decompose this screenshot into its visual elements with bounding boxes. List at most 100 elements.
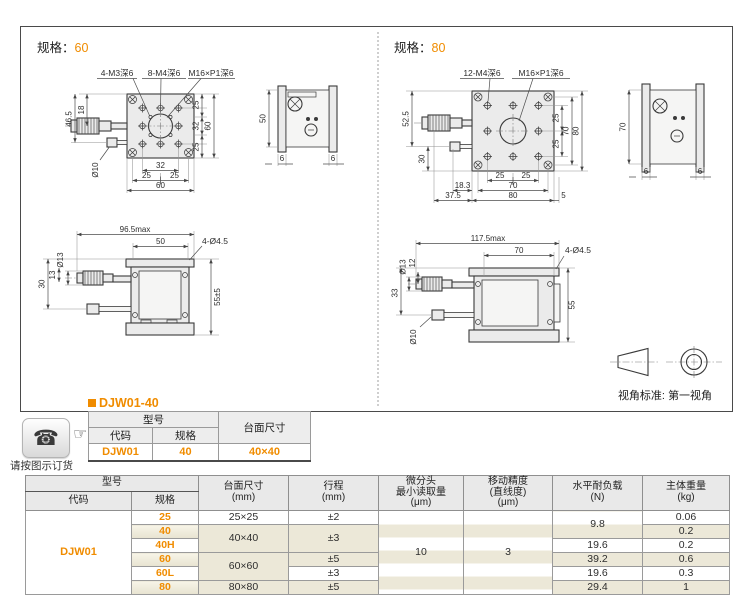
weight-cell: 0.6 (642, 552, 730, 567)
order-row: DJW01 40 40×40 (88, 443, 311, 462)
callout-m16: M16×P1深6 (518, 68, 563, 78)
surface-cell: 25×25 (198, 510, 289, 525)
view-standard-label: 视角标准: (617, 390, 669, 402)
spec-table: 型号 台面尺寸 (mm) 行程 (mm) 微分头 最小读取量 (μm) 移动精度… (25, 475, 730, 595)
view-standard-text: 视角标准: 第一视角 (606, 387, 724, 403)
spec-cell: 80 (131, 580, 199, 595)
code-cell: DJW01 (25, 510, 132, 595)
dim-b32: 32 (156, 161, 165, 170)
order-col-model: 型号 (88, 411, 219, 428)
order-col-spec: 规格 (152, 427, 219, 444)
col-header-micrometer: 微分头 最小读取量 (μm) (378, 475, 464, 511)
dim-f965: 96.5max (120, 225, 151, 234)
dim-o10: Ø10 (91, 162, 100, 178)
dim-r25t: 25 (552, 113, 561, 122)
dim-b60: 60 (156, 181, 165, 190)
order-col-code: 代码 (88, 427, 153, 444)
dim-b5: 5 (561, 191, 566, 200)
dim-30: 30 (418, 154, 427, 163)
dim-f50: 50 (156, 237, 165, 246)
col-header-weight: 主体重量 (kg) (642, 475, 730, 511)
dim-r25b: 25 (552, 139, 561, 148)
drawing-60: 4-M3深6 8-M4深6 M16×P1深6 18 46.5 Ø10 32 (38, 68, 344, 336)
col-header-spec: 规格 (131, 491, 199, 511)
dim-f55: 55±5 (213, 288, 222, 306)
dim-f70: 70 (515, 246, 524, 255)
side-view-60: 50 6 6 (259, 85, 344, 166)
load-cell: 9.8 (552, 510, 643, 539)
dim-46-5: 46.5 (65, 111, 74, 127)
phone-icon: ☎ (32, 426, 60, 450)
col-header-surface: 台面尺寸 (mm) (198, 475, 289, 511)
drawing-80: 12-M4深6 M16×P1深6 52.5 30 25 25 70 18 (391, 68, 711, 345)
order-table: 型号 台面尺寸 代码 规格 DJW01 40 40×40 (88, 411, 311, 462)
order-spec-cell: 40 (152, 443, 219, 462)
travel-cell: ±3 (288, 524, 379, 553)
load-cell: 29.4 (552, 580, 643, 595)
spec-cell: 60 (131, 552, 199, 567)
dim-s6l: 6 (280, 154, 285, 163)
dim-r60: 60 (204, 121, 213, 130)
travel-cell: ±5 (288, 552, 379, 567)
order-phone-button: ☎ (22, 418, 70, 458)
col-header-accuracy: 移动精度 (直线度) (μm) (463, 475, 553, 511)
dim-b183: 18.3 (455, 181, 471, 190)
panel-60-label: 规格：60 (37, 37, 88, 56)
dim-s6r: 6 (698, 167, 703, 176)
order-title-text: DJW01-40 (99, 396, 159, 410)
dim-f12: 12 (408, 258, 417, 267)
travel-cell: ±2 (288, 510, 379, 525)
spec-cell: 25 (131, 510, 199, 525)
surface-cell: 80×80 (198, 580, 289, 595)
callout-m16: M16×P1深6 (188, 68, 233, 78)
weight-cell: 0.3 (642, 566, 730, 581)
callout-m3: 4-M3深6 (101, 68, 134, 78)
load-cell: 19.6 (552, 538, 643, 553)
pointing-hand-icon: ☞ (73, 426, 88, 443)
spec-cell: 40 (131, 524, 199, 539)
side-view-80: 70 6 6 (619, 83, 711, 180)
callout-m4: 12-M4深6 (463, 68, 501, 78)
dim-r25b: 25 (192, 142, 201, 151)
weight-cell: 0.2 (642, 538, 730, 553)
top-view-80: 12-M4深6 M16×P1深6 52.5 30 25 25 70 18 (402, 68, 588, 203)
title-bullet-icon (88, 399, 96, 407)
dim-s6r: 6 (331, 154, 336, 163)
dim-b25l: 25 (496, 171, 505, 180)
dim-fd13: Ø13 (399, 259, 408, 275)
dim-f13: 13 (48, 270, 57, 279)
dim-r80: 80 (572, 126, 581, 135)
dim-f55: 55 (568, 300, 577, 309)
panel-divider (377, 32, 379, 406)
surface-cell: 40×40 (198, 524, 289, 553)
dim-r70: 70 (562, 126, 571, 135)
front-view-60: 96.5max 50 4-Ø4.5 Ø13 13 30 55±5 (38, 225, 228, 336)
micrometer-cell: 10 (378, 510, 464, 595)
spec-label-prefix: 规格： (394, 41, 432, 55)
dim-f1175: 117.5max (471, 234, 506, 243)
dim-s6l: 6 (644, 167, 649, 176)
front-view-80: 117.5max 70 4-Ø4.5 33 Ø13 12 Ø10 55 (391, 234, 592, 345)
table-row-25: DJW01 25 25×25 ±2 10 3 9.8 0.06 (25, 510, 730, 595)
table-row-40: 40 40×40 ±3 0.2 (26, 524, 730, 553)
dim-f445: 4-Ø4.5 (202, 236, 228, 246)
view-standard: 视角标准: 第一视角 (606, 345, 724, 403)
dim-s70: 70 (619, 122, 628, 131)
order-code-cell: DJW01 (88, 443, 153, 462)
dim-18: 18 (77, 105, 86, 114)
table-row-60l: 60L ±3 19.6 0.3 (26, 566, 730, 581)
first-angle-icon (610, 346, 722, 378)
dim-52-5: 52.5 (402, 111, 411, 127)
dim-fd13: Ø13 (56, 252, 65, 268)
panel-80-label: 规格：80 (394, 37, 445, 56)
order-caption: 请按图示订货 (10, 460, 73, 472)
dim-f445: 4-Ø4.5 (565, 245, 591, 255)
panel-80: 规格：80 (378, 27, 732, 411)
spec-label-value: 80 (431, 41, 446, 55)
dim-b25l: 25 (142, 171, 151, 180)
travel-cell: ±5 (288, 580, 379, 595)
load-cell: 19.6 (552, 566, 643, 581)
dim-b375: 37.5 (445, 191, 461, 200)
col-header-load: 水平耐负载 (N) (552, 475, 643, 511)
